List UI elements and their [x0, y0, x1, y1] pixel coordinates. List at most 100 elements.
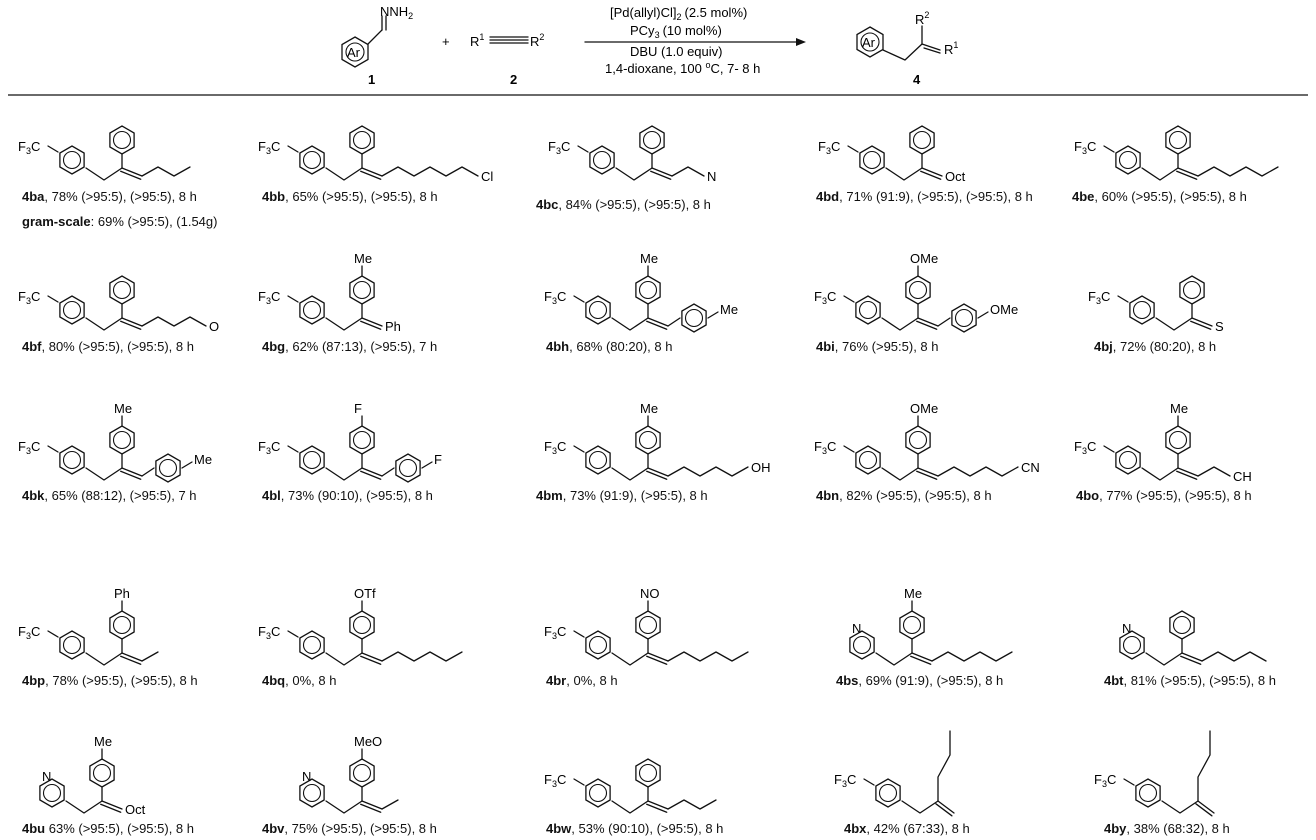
structure-4bv: N MeO [299, 734, 399, 814]
caption-4bj: 4bj, 72% (80:20), 8 h [1094, 339, 1217, 354]
cf3-label: F3C [1094, 772, 1116, 789]
reaction-header: Ar NNH2 1 + R1 R2 2 [Pd(allyl)Cl]2(2.5 m… [341, 4, 958, 87]
caption-4bh: 4bh, 68% (80:20), 8 h [546, 339, 673, 354]
svg-text:F: F [434, 452, 442, 467]
svg-text:N: N [1122, 621, 1131, 636]
svg-text:Ph: Ph [114, 586, 130, 601]
r2-label: R2 [530, 32, 544, 49]
svg-text:Me: Me [194, 452, 212, 467]
hydrazone-group: NNH2 [380, 4, 413, 21]
caption-4bp: 4bp, 78% (>95:5), (>95:5), 8 h [22, 673, 198, 688]
structure-4bx: F3C [834, 730, 955, 817]
caption-4bw: 4bw, 53% (90:10), (>95:5), 8 h [546, 821, 724, 836]
svg-text:F: F [354, 401, 362, 416]
svg-text:Me: Me [114, 401, 132, 416]
structure-4bt: N [1119, 610, 1267, 666]
cf3-label: F3C [258, 139, 280, 156]
caption-4bn: 4bn, 82% (>95:5), (>95:5), 8 h [816, 488, 992, 503]
structure-4ba: F3C [18, 125, 191, 181]
caption-4bm: 4bm, 73% (91:9), (>95:5), 8 h [536, 488, 708, 503]
structure-4bs: N Me [849, 586, 1013, 666]
svg-text:CN: CN [1021, 460, 1040, 475]
svg-text:N: N [302, 769, 311, 784]
structure-4bp: F3C Ph [18, 586, 159, 666]
svg-text:OMe: OMe [990, 302, 1018, 317]
svg-text:Me: Me [904, 586, 922, 601]
caption-4bl: 4bl, 73% (90:10), (>95:5), 8 h [262, 488, 433, 503]
svg-text:Me: Me [94, 734, 112, 749]
structure-4bj: F3C S [1088, 275, 1224, 334]
cf3-label: F3C [544, 772, 566, 789]
caption-4bc: 4bc, 84% (>95:5), (>95:5), 8 h [536, 197, 711, 212]
cf3-label: F3C [814, 289, 836, 306]
cf3-label: F3C [814, 439, 836, 456]
svg-text:OMe: OMe [910, 251, 938, 266]
cf3-label: F3C [1088, 289, 1110, 306]
structure-4bf: F3C O [18, 275, 219, 334]
structure-4bq: F3C OTf [258, 586, 463, 666]
svg-text:Me: Me [640, 401, 658, 416]
svg-text:CH: CH [1233, 469, 1252, 484]
caption-4br: 4br, 0%, 8 h [546, 673, 618, 688]
caption-4bo: 4bo, 77% (>95:5), (>95:5), 8 h [1076, 488, 1252, 503]
caption-4bx: 4bx, 42% (67:33), 8 h [844, 821, 970, 836]
structure-4br: F3C NO [544, 586, 749, 666]
svg-text:Oct: Oct [125, 802, 146, 817]
cf3-label: F3C [258, 439, 280, 456]
reagent-1-number: 1 [368, 72, 375, 87]
structure-4be: F3C [1074, 125, 1279, 181]
arrow-head [796, 38, 806, 46]
cf3-label: F3C [18, 439, 40, 456]
reagent-2-number: 2 [510, 72, 517, 87]
svg-text:Me: Me [1170, 401, 1188, 416]
product-r2: R2 [915, 10, 929, 27]
condition-catalyst: [Pd(allyl)Cl]2(2.5 mol%) [610, 5, 747, 22]
svg-text:N: N [42, 769, 51, 784]
svg-text:OTf: OTf [354, 586, 376, 601]
cf3-label: F3C [18, 139, 40, 156]
svg-text:Ph: Ph [385, 319, 401, 334]
svg-text:S: S [1215, 319, 1224, 334]
condition-base: DBU (1.0 equiv) [630, 44, 722, 59]
caption-4be: 4be, 60% (>95:5), (>95:5), 8 h [1072, 189, 1247, 204]
svg-text:Me: Me [640, 251, 658, 266]
cf3-label: F3C [258, 624, 280, 641]
cf3-label: F3C [18, 624, 40, 641]
cf3-label: F3C [18, 289, 40, 306]
svg-text:O: O [209, 319, 219, 334]
svg-text:Ar: Ar [862, 35, 876, 50]
cf3-label: F3C [548, 139, 570, 156]
product-r1: R1 [944, 40, 958, 57]
svg-text:NO: NO [640, 586, 660, 601]
caption-4bf: 4bf, 80% (>95:5), (>95:5), 8 h [22, 339, 194, 354]
gram-scale-caption: gram-scale: 69% (>95:5), (1.54g) [22, 214, 218, 229]
structure-4bl: F3C F F [258, 401, 442, 483]
caption-4bu: 4bu 63% (>95:5), (>95:5), 8 h [22, 821, 194, 836]
cf3-label: F3C [818, 139, 840, 156]
caption-4bs: 4bs, 69% (91:9), (>95:5), 8 h [836, 673, 1004, 688]
caption-4bd: 4bd, 71% (91:9), (>95:5), (>95:5), 8 h [816, 189, 1033, 204]
cf3-label: F3C [258, 289, 280, 306]
caption-4bq: 4bq, 0%, 8 h [262, 673, 337, 688]
svg-text:N: N [852, 621, 861, 636]
svg-text:MeO: MeO [354, 734, 382, 749]
cf3-label: F3C [544, 624, 566, 641]
caption-4bv: 4bv, 75% (>95:5), (>95:5), 8 h [262, 821, 437, 836]
cf3-label: F3C [834, 772, 856, 789]
plus-sign: + [442, 34, 450, 49]
svg-text:Oct: Oct [945, 169, 966, 184]
caption-4bg: 4bg, 62% (87:13), (>95:5), 7 h [262, 339, 438, 354]
cf3-label: F3C [1074, 439, 1096, 456]
caption-4bb: 4bb, 65% (>95:5), (>95:5), 8 h [262, 189, 438, 204]
svg-text:Me: Me [720, 302, 738, 317]
condition-solvent: 1,4-dioxane, 100 oC, 7- 8 h [605, 60, 760, 76]
svg-text:OH: OH [751, 460, 771, 475]
svg-text:N: N [707, 169, 716, 184]
